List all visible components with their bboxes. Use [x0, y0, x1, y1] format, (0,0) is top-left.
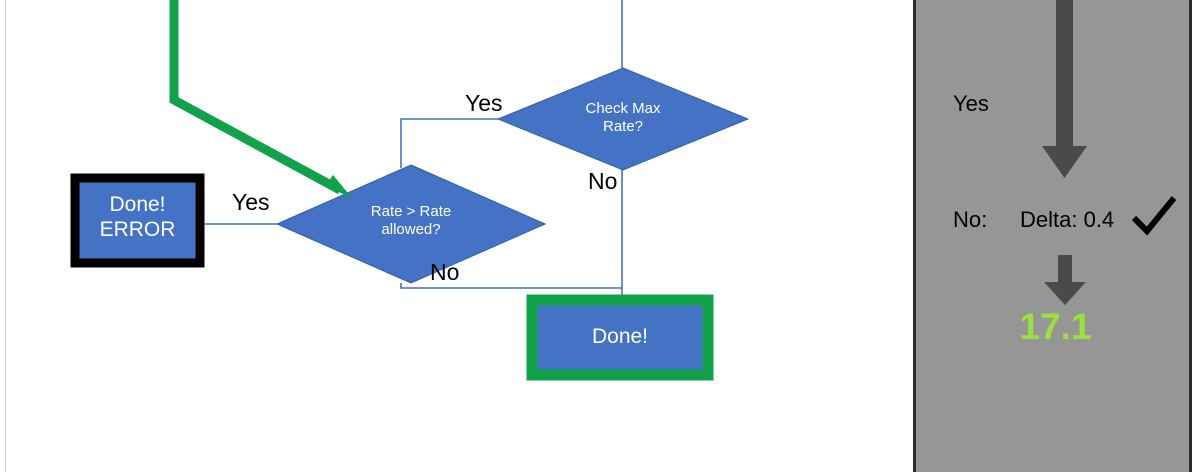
node-done-error-label: Done! ERROR: [99, 193, 176, 241]
node-rate-gt-rate-allowed-label: Rate > Rate allowed?: [370, 203, 452, 238]
node-done-label: Done!: [591, 325, 649, 348]
panel-value: 17.1: [1019, 306, 1092, 347]
node-done-error-outline: [70, 173, 205, 268]
status-panel: Yes No: Delta: 0.4 17.1: [913, 0, 1192, 472]
connector-yes-check-max-rate: [400, 118, 498, 168]
panel-arrow-top: [1042, 0, 1087, 178]
node-rate-gt-rate-allowed: [275, 164, 547, 284]
edge-label-no-check-max-rate: No: [588, 168, 618, 194]
highlight-green-arrow: [169, 0, 352, 198]
panel-arrow-bottom: [1044, 255, 1086, 305]
panel-graphics: [1042, 0, 1087, 305]
panel-delta-label: Delta: 0.4: [1020, 207, 1115, 232]
edge-label-yes-check-max-rate: Yes: [465, 90, 503, 116]
node-check-max-rate: [496, 67, 750, 171]
panel-yes-label: Yes: [953, 91, 989, 116]
edge-label-yes-rate-allowed: Yes: [232, 189, 270, 215]
panel-no-label: No:: [953, 207, 988, 232]
node-done-outline: [526, 294, 714, 381]
node-check-max-rate-label: Check Max Rate?: [585, 100, 661, 135]
edge-label-no-rate-allowed: No: [430, 259, 460, 285]
connector-no-rate-allowed: [400, 283, 622, 289]
slide-left-rule: [5, 0, 6, 472]
check-mark-icon: [1131, 196, 1177, 236]
